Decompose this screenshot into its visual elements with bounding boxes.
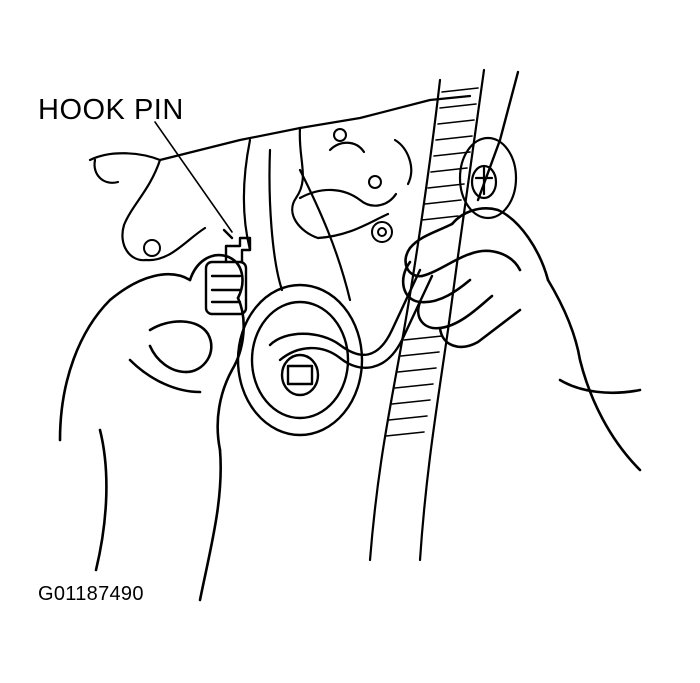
hook-pin-label: HOOK PIN [38,94,184,126]
timing-belt [298,68,486,562]
belt-teeth [385,87,479,437]
right-hand [401,207,642,472]
hook-pin-tool [204,228,252,316]
figure-id-label: G01187490 [38,583,144,605]
hook-pin-leader-line [154,121,233,233]
block-bolts [143,128,393,257]
wrench-tool [268,70,520,369]
left-hand [58,253,245,602]
